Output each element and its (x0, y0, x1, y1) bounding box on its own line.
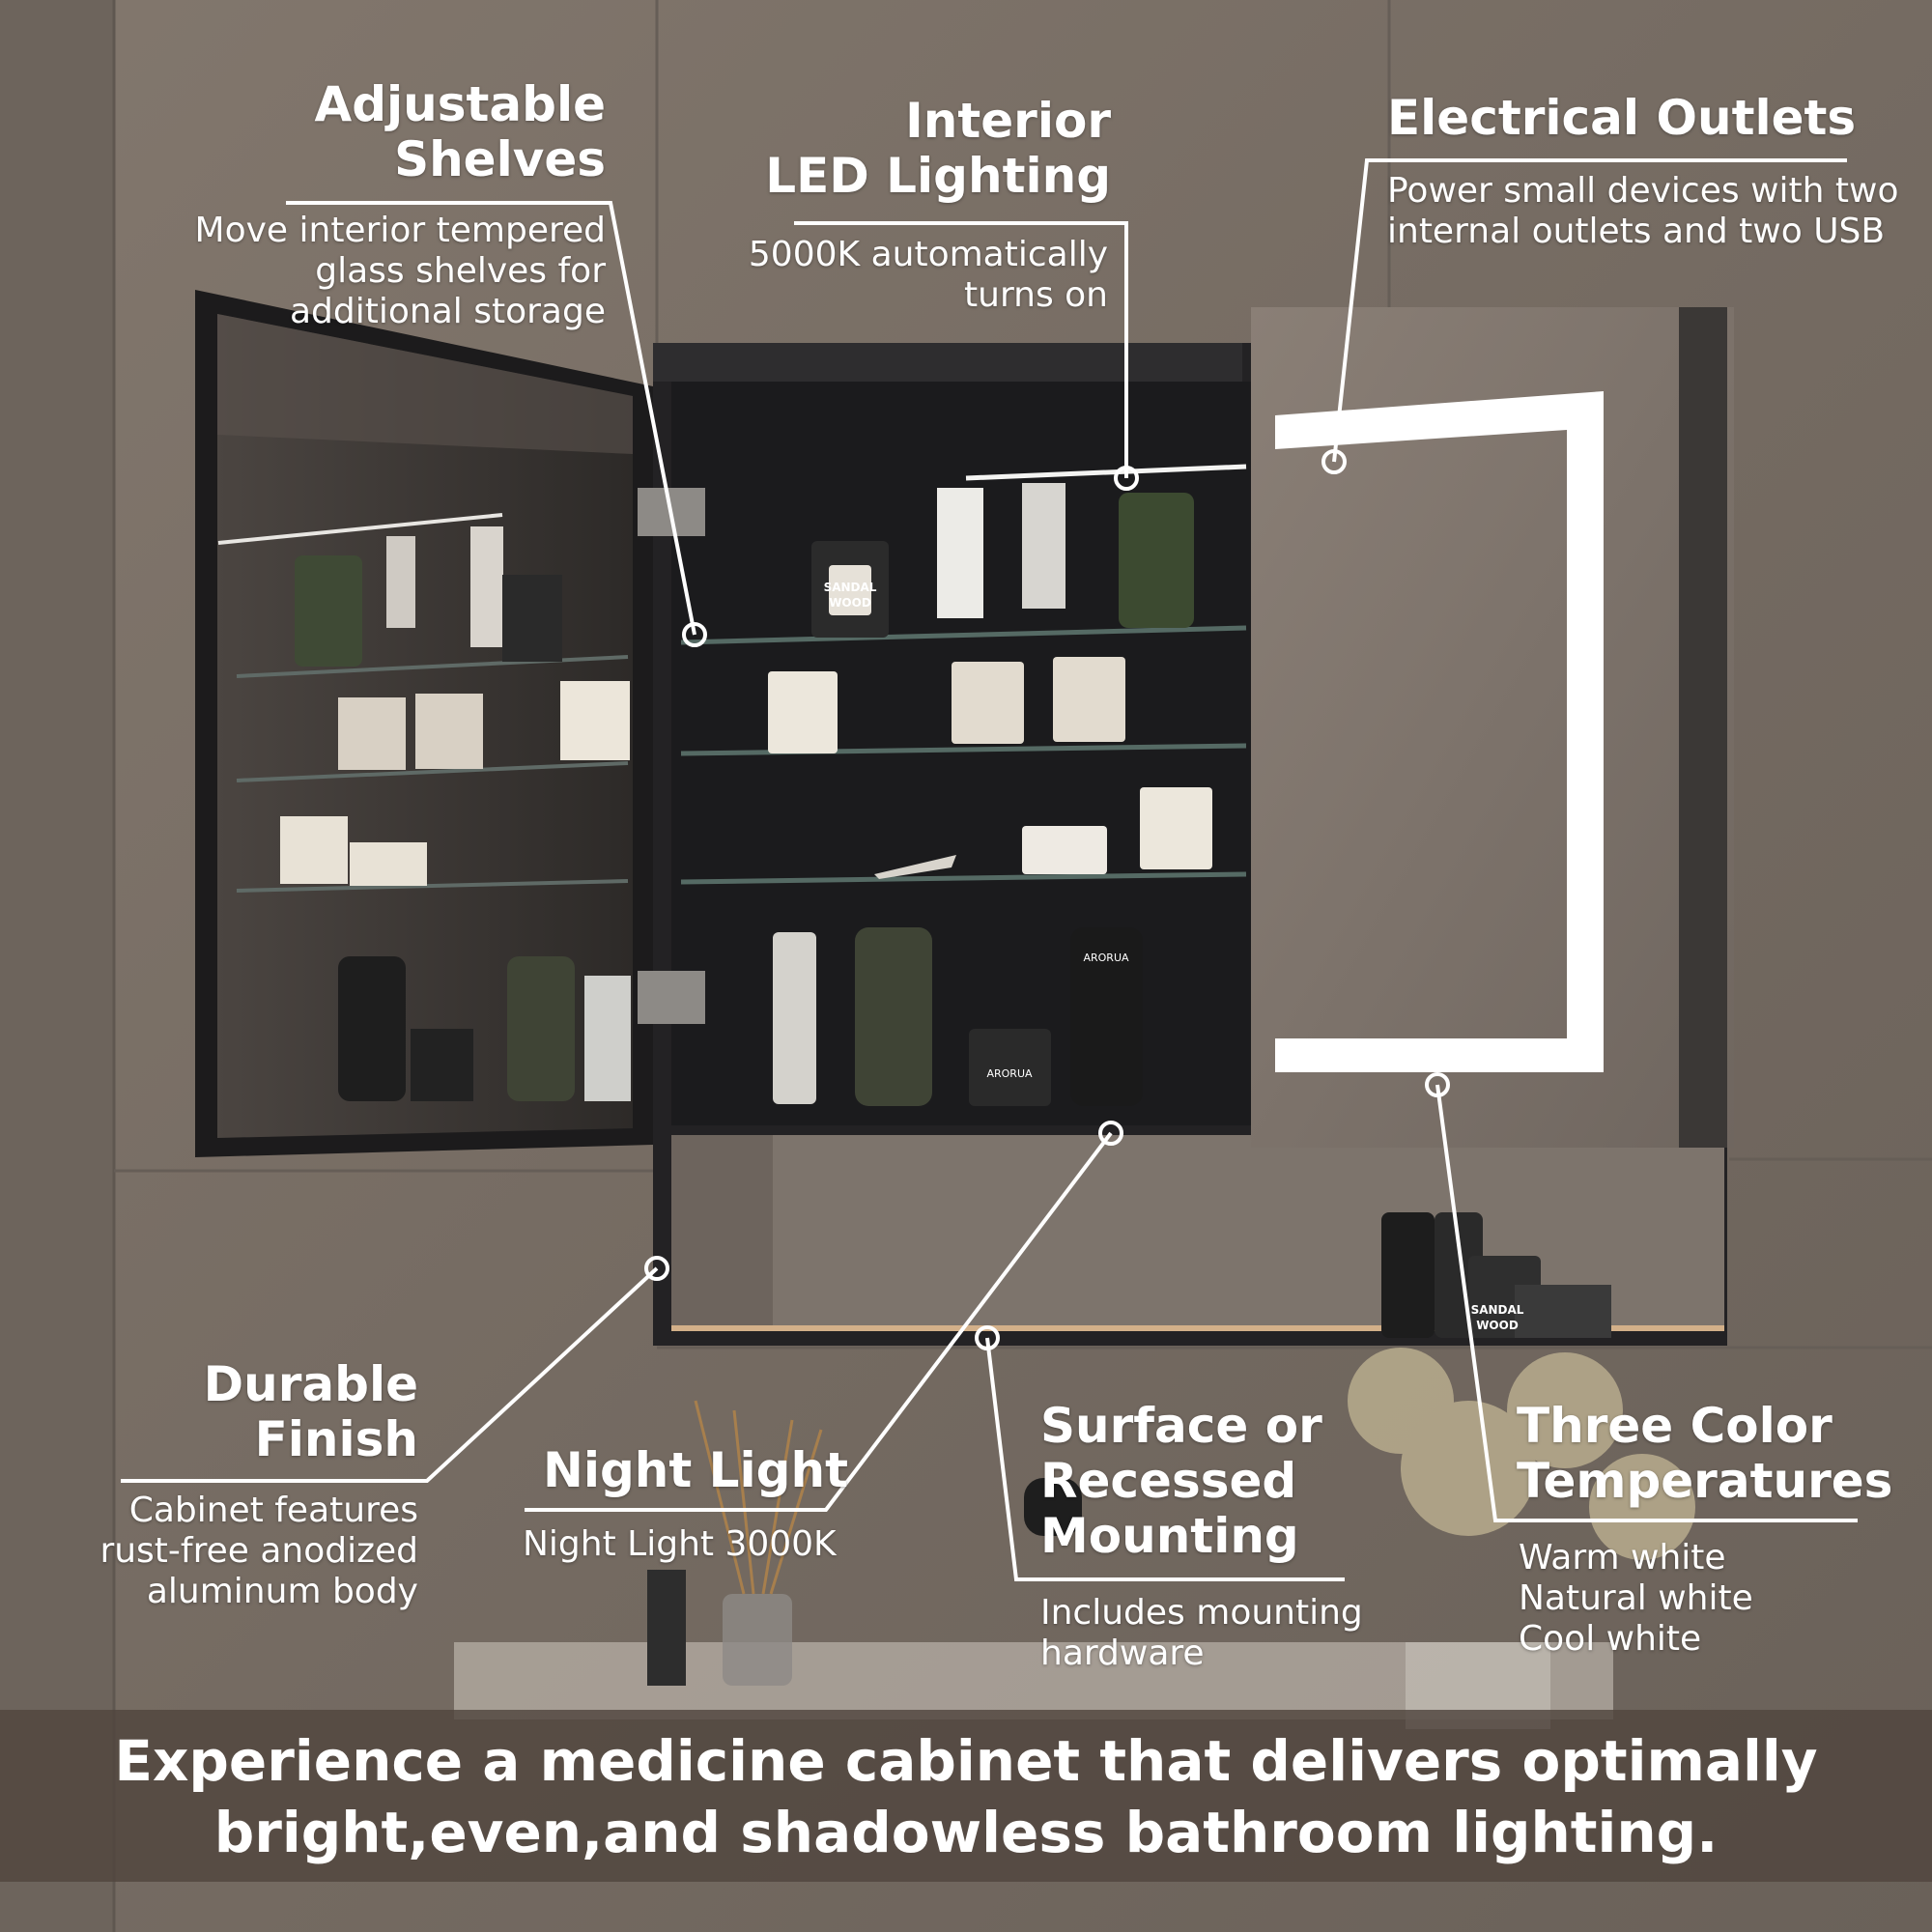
title-line: LED Lighting (765, 148, 1111, 204)
mounting-desc: Includes mounting hardware (1040, 1593, 1363, 1674)
mounting-title: Surface or Recessed Mounting (1040, 1399, 1322, 1564)
shelves-dot (682, 622, 707, 647)
durable-finish-desc: Cabinet features rust-free anodized alum… (99, 1491, 418, 1612)
desc-line: Night Light 3000K (523, 1524, 837, 1564)
title-line: Durable (203, 1356, 418, 1412)
night-light-leader (525, 1131, 1113, 1512)
durable-dot (644, 1256, 669, 1281)
title-line: Night Light (543, 1442, 848, 1498)
niche-products (1381, 1212, 1611, 1338)
night-light-desc: Night Light 3000K (523, 1524, 837, 1565)
desc-line: glass shelves for (315, 251, 606, 291)
right-door-edge (1679, 307, 1727, 1148)
interior-led-title: Interior LED Lighting (765, 94, 1111, 204)
led-light-frame (1275, 391, 1604, 1072)
sandal-wood-label-line: SANDAL (824, 581, 877, 594)
mirror-shelf-reflection (236, 761, 629, 782)
desc-line: Warm white (1519, 1538, 1726, 1577)
desc-line: rust-free anodized (99, 1531, 418, 1571)
desc-line: aluminum body (146, 1572, 418, 1611)
title-line: Three Color (1517, 1398, 1833, 1454)
title-line: Adjustable (314, 76, 606, 132)
mounting-dot (975, 1325, 1000, 1350)
color-temps-dot (1425, 1072, 1450, 1097)
arorua-product: ARORUA ARORUA (986, 952, 1129, 1080)
title-line: Electrical Outlets (1387, 90, 1857, 146)
reed-diffuser (723, 1594, 792, 1686)
tagline-line: bright,even,and shadowless bathroom ligh… (213, 1800, 1719, 1865)
mirror-shelf-reflection (236, 655, 629, 678)
title-line: Finish (254, 1411, 418, 1467)
desc-line: Move interior tempered (194, 211, 606, 250)
interior-led-dot (1114, 466, 1139, 491)
color-temps-desc: Warm white Natural white Cool white (1519, 1538, 1753, 1660)
desc-line: Power small devices with two (1387, 171, 1899, 211)
title-line: Interior (905, 93, 1111, 149)
mounting-leader (985, 1337, 1345, 1581)
sandal-wood-niche-product: SANDAL WOOD (1471, 1303, 1524, 1332)
title-line: Surface or (1040, 1398, 1322, 1454)
right-door (1251, 307, 1734, 1148)
durable-finish-title: Durable Finish (204, 1357, 418, 1467)
sandal-wood-label-line: WOOD (829, 596, 871, 610)
outlets-leader (1332, 158, 1847, 463)
left-wall-edge (0, 0, 114, 1932)
left-door-mirror-reflection (217, 314, 633, 454)
durable-leader (121, 1266, 659, 1483)
reflected-products (280, 526, 631, 1101)
desc-line: Includes mounting (1040, 1593, 1363, 1633)
desc-line: Cool white (1519, 1619, 1702, 1659)
title-line: Recessed (1040, 1453, 1297, 1509)
cabinet-top-trim (653, 343, 1242, 382)
callout-lines (121, 158, 1858, 1581)
sandal-wood-label-line: SANDAL (1471, 1303, 1524, 1317)
desc-line: turns on (964, 275, 1108, 315)
night-light-dot (1098, 1121, 1123, 1146)
electrical-outlets-title: Electrical Outlets (1387, 91, 1856, 146)
night-light-title: Night Light (543, 1443, 848, 1498)
shelves-leader (286, 201, 696, 636)
interior-led-desc: 5000K automatically turns on (749, 235, 1108, 316)
electrical-outlets-desc: Power small devices with two internal ou… (1387, 171, 1898, 252)
callout-dots (644, 449, 1450, 1350)
flower-plant (1348, 1348, 1695, 1729)
interior-products (768, 483, 1212, 1106)
mirror-shelf-reflection (236, 879, 629, 893)
desc-line: Natural white (1519, 1578, 1753, 1618)
outlets-dot (1321, 449, 1347, 474)
sandal-wood-label-line: WOOD (1476, 1319, 1519, 1332)
adjustable-shelves-desc: Move interior tempered glass shelves for… (195, 211, 606, 332)
tagline-banner (0, 1710, 1932, 1882)
adjustable-shelves-title: Adjustable Shelves (315, 77, 606, 187)
desc-line: 5000K automatically (748, 235, 1108, 274)
faucet (1024, 1478, 1082, 1536)
desc-line: hardware (1040, 1634, 1205, 1673)
sandal-wood-product: SANDAL WOOD (824, 581, 877, 610)
title-line: Mounting (1040, 1508, 1299, 1564)
title-line: Temperatures (1517, 1453, 1893, 1509)
desc-line: additional storage (290, 292, 606, 331)
desc-line: internal outlets and two USB (1387, 212, 1886, 251)
interior-led-leader (794, 221, 1128, 478)
lower-hinge (638, 971, 705, 1024)
title-line: Shelves (394, 131, 606, 187)
tagline-text: Experience a medicine cabinet that deliv… (0, 1725, 1932, 1868)
left-door-led-strip (217, 513, 503, 545)
arorua-label: ARORUA (1083, 952, 1129, 964)
desc-line: Cabinet features (128, 1491, 418, 1530)
toothpaste-tube (647, 1570, 686, 1686)
interior-led-strip (965, 464, 1247, 481)
arorua-label: ARORUA (986, 1067, 1033, 1080)
tagline-line: Experience a medicine cabinet that deliv… (114, 1728, 1818, 1794)
color-temps-leader (1435, 1084, 1858, 1522)
color-temps-title: Three Color Temperatures (1517, 1399, 1892, 1509)
